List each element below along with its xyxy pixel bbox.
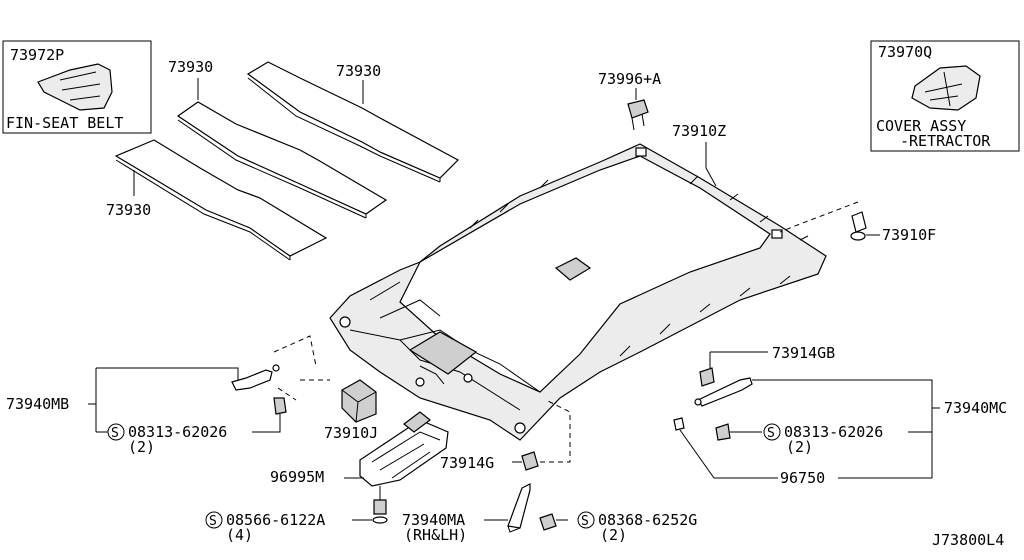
screw-grip-bottom: [539, 513, 568, 531]
inset-retractor-cover: 73970Q COVER ASSY -RETRACTOR: [870, 40, 1020, 152]
label-96750: 96750: [780, 469, 825, 487]
label-screw-right: 08313-62026: [784, 423, 883, 441]
s-mark-br: [577, 511, 595, 529]
screw-right: [715, 423, 731, 441]
label-73910z: 73910Z: [672, 122, 726, 140]
label-73940mb: 73940MB: [6, 395, 69, 413]
s-mark-bottom: [205, 511, 223, 529]
label-73930-bottom: 73930: [106, 201, 151, 219]
assist-grip-bottom: [507, 483, 531, 533]
screw-bottom: [372, 499, 388, 524]
label-73940ma-side: (RH&LH): [404, 526, 467, 544]
label-73914g: 73914G: [440, 454, 494, 472]
assist-grip-left: [231, 364, 280, 391]
label-73940ma: 73940MA: [402, 511, 465, 529]
s-mark-right-text: S: [767, 426, 775, 441]
bracket-73910j: [341, 379, 377, 423]
coat-hook-73914gb: [699, 367, 715, 387]
clip-73910f: [850, 211, 867, 241]
label-screw-br: 08368-6252G: [598, 511, 697, 529]
insulator-pad-bottom: [114, 139, 328, 261]
insulator-pad-top: [246, 61, 459, 183]
bolt-96750: [673, 417, 685, 431]
coat-hook-73914g: [521, 451, 539, 471]
label-73910j: 73910J: [324, 424, 378, 442]
label-screw-left: 08313-62026: [128, 423, 227, 441]
retractor-cover-part: [911, 65, 981, 111]
s-mark-bottom-text: S: [209, 514, 217, 529]
caption-cover-assy: COVER ASSY: [876, 117, 966, 135]
label-screw-bottom-qty: (4): [226, 526, 253, 544]
s-mark-br-text: S: [581, 514, 589, 529]
s-mark-right: [763, 423, 781, 441]
label-screw-bottom: 08566-6122A: [226, 511, 325, 529]
label-73996a: 73996+A: [598, 70, 661, 88]
assist-grip-right: [694, 377, 753, 407]
caption-retractor: -RETRACTOR: [900, 132, 991, 150]
diagram-code: J73800L4: [932, 531, 1004, 549]
part-number-73972p: 73972P: [10, 46, 64, 64]
clip-73996a: [627, 99, 649, 131]
label-96995m: 96995M: [270, 468, 324, 486]
label-73930-top: 73930: [336, 62, 381, 80]
label-73910f: 73910F: [882, 226, 936, 244]
label-screw-left-qty: (2): [128, 438, 155, 456]
part-number-73970q: 73970Q: [878, 43, 932, 61]
insulator-pad-middle: [176, 101, 388, 219]
label-screw-br-qty: (2): [600, 526, 627, 544]
label-73930-mid: 73930: [168, 58, 213, 76]
label-screw-right-qty: (2): [786, 438, 813, 456]
s-mark-left-text: S: [111, 426, 119, 441]
label-73914gb: 73914GB: [772, 344, 835, 362]
headlining-assembly: [329, 143, 827, 441]
seat-belt-fin-part: [37, 63, 113, 111]
s-mark-left: [107, 423, 125, 441]
label-73940mc: 73940MC: [944, 399, 1007, 417]
caption-fin-seat-belt: FIN-SEAT BELT: [6, 114, 123, 132]
inset-seat-belt-fin: 73972P FIN-SEAT BELT: [2, 40, 152, 134]
